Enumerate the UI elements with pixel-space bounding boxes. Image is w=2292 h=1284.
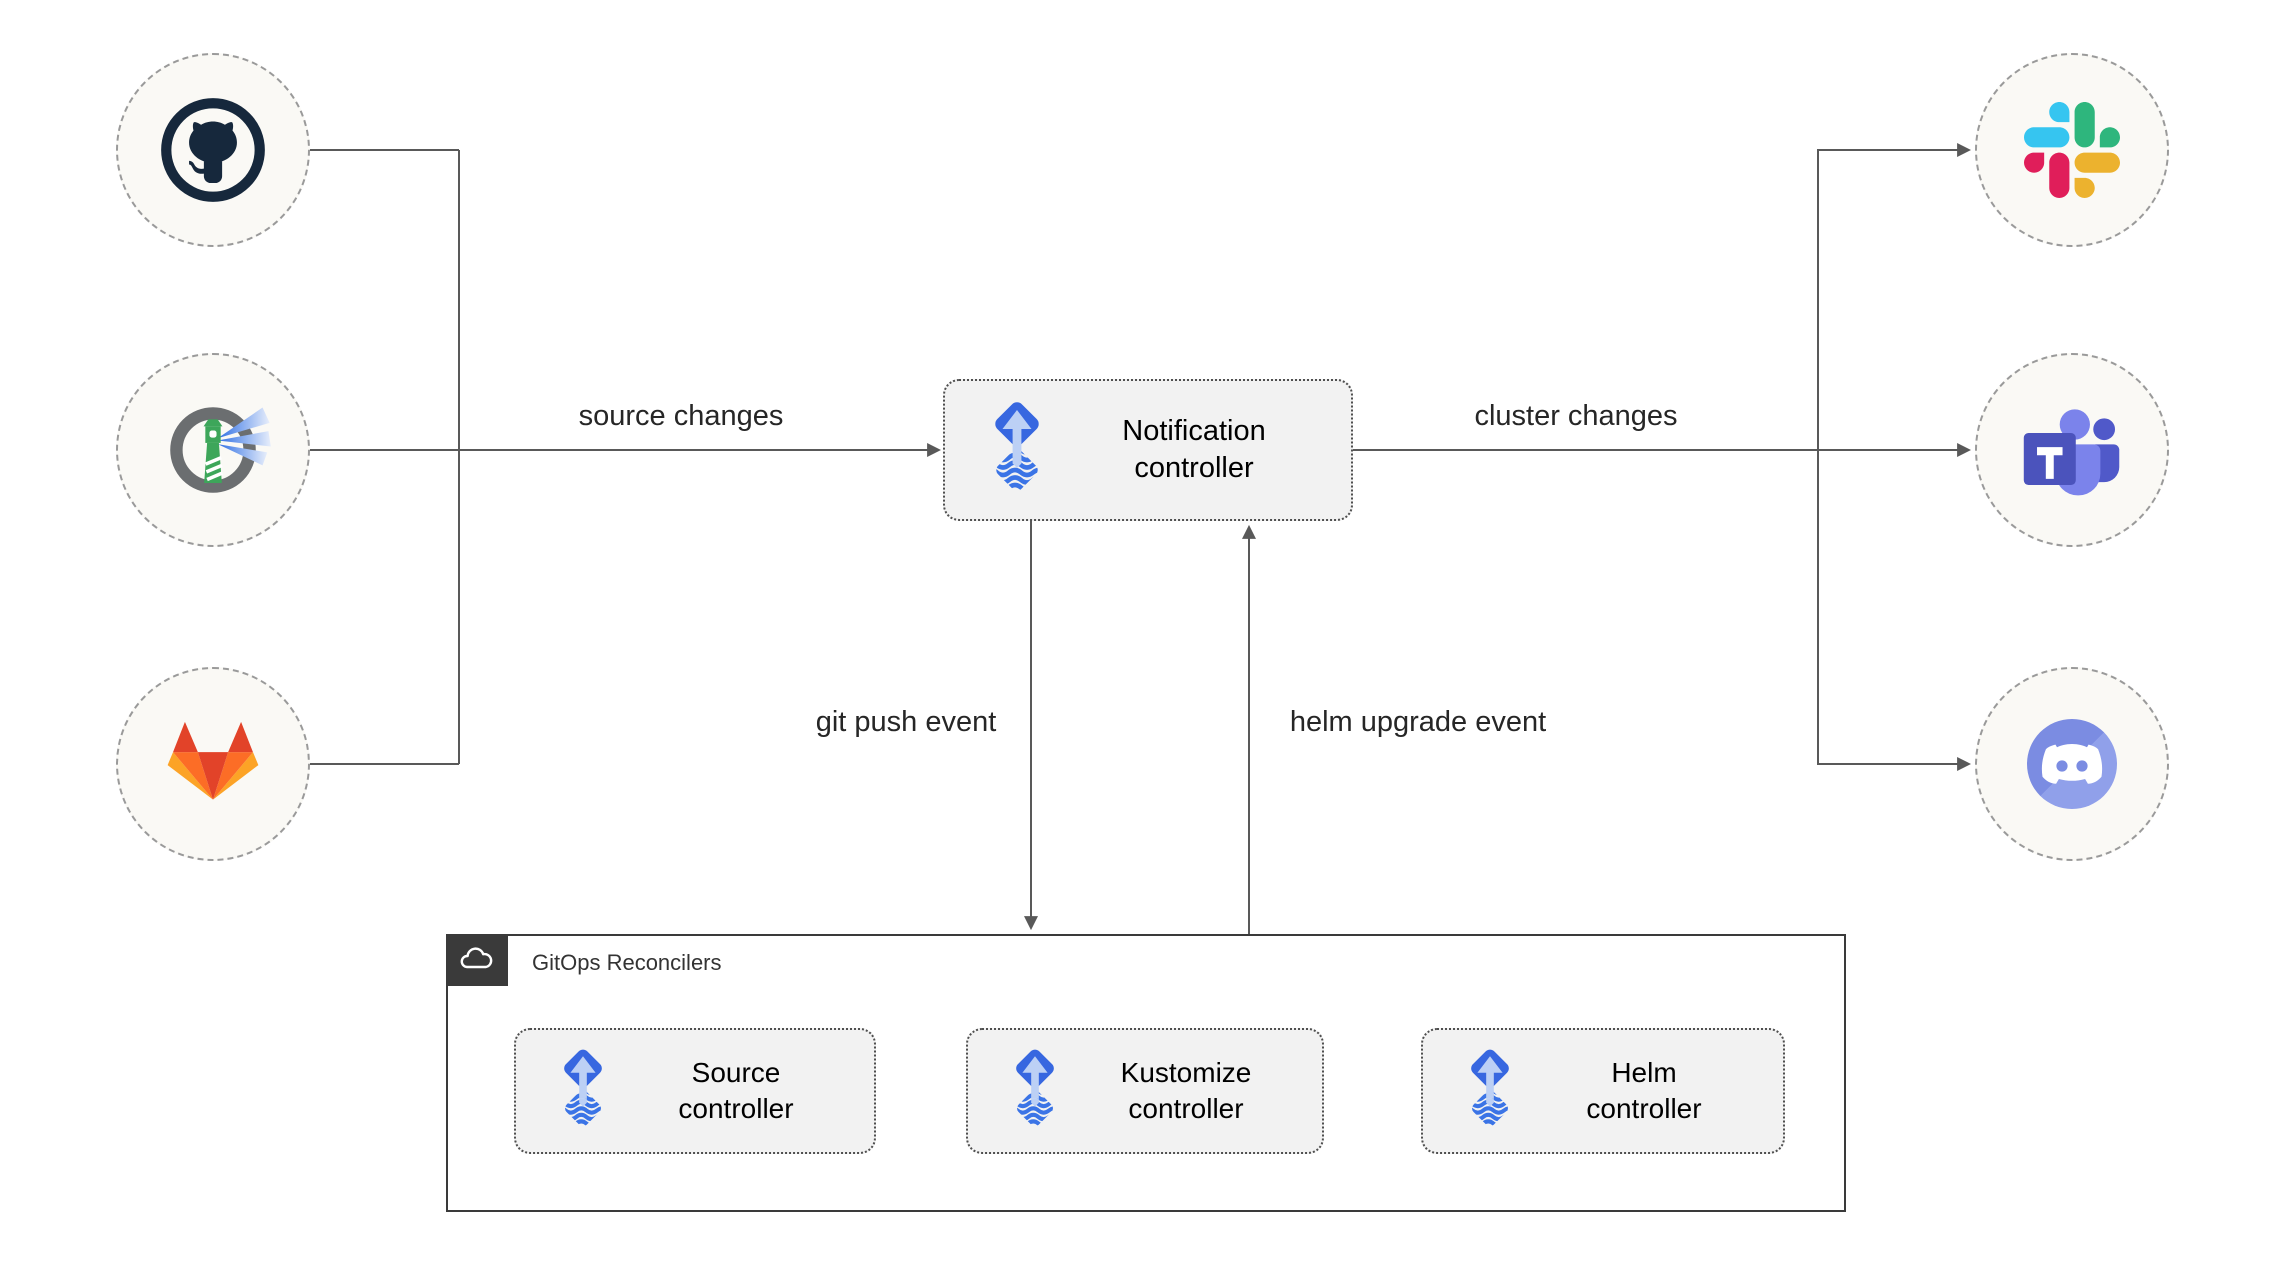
notification-controller-label-line1: Notification (1122, 414, 1266, 447)
gitops-reconcilers-group: GitOps Reconcilers Source controller Kus… (446, 934, 1846, 1212)
github-node (116, 53, 310, 247)
kustomize-controller-label: Kustomize controller (1068, 1055, 1304, 1127)
helm-controller-node: Helm controller (1421, 1028, 1785, 1154)
left-merge-lines (310, 149, 460, 765)
flux-icon (1002, 1045, 1068, 1137)
source-controller-label-line2: controller (678, 1093, 794, 1124)
edge-label-source-changes: source changes (578, 400, 784, 432)
gitlab-node (116, 667, 310, 861)
cluster-changes-arrow-discord (1817, 450, 1972, 771)
gitops-group-title: GitOps Reconcilers (532, 950, 722, 975)
slack-node (1975, 53, 2169, 247)
flux-icon (550, 1045, 616, 1137)
source-controller-label-line1: Source (691, 1057, 781, 1089)
helm-controller-label-line2: controller (1586, 1093, 1702, 1124)
harbor-icon (170, 407, 271, 493)
source-controller-node: Source controller (514, 1028, 876, 1154)
ms-teams-node (1975, 353, 2169, 547)
edge-label-cluster-changes: cluster changes (1474, 400, 1678, 432)
discord-icon (2027, 719, 2117, 809)
notification-controller-node: Notification controller (943, 379, 1353, 521)
gitops-group-badge (446, 934, 508, 986)
notification-controller-label-line2: controller (1134, 452, 1254, 484)
kustomize-controller-label-line1: Kustomize (1120, 1057, 1252, 1089)
helm-controller-label: Helm controller (1523, 1055, 1765, 1127)
source-controller-label: Source controller (616, 1055, 856, 1127)
gitlab-icon (167, 721, 259, 800)
cloud-icon (460, 947, 493, 969)
flux-icon (1457, 1045, 1523, 1137)
edge-label-git-push-event: git push event (815, 706, 997, 738)
ms-teams-icon (2023, 409, 2120, 496)
edge-label-helm-upgrade-event: helm upgrade event (1289, 706, 1547, 738)
kustomize-controller-label-line2: controller (1128, 1093, 1244, 1124)
flux-icon (979, 397, 1055, 503)
kustomize-controller-node: Kustomize controller (966, 1028, 1324, 1154)
github-icon (161, 98, 265, 202)
notification-controller-label: Notification controller (1055, 413, 1333, 487)
slack-icon (2024, 102, 2120, 198)
cluster-changes-arrow-slack (1817, 143, 1972, 450)
harbor-node (116, 353, 310, 547)
helm-controller-label-line1: Helm (1611, 1057, 1677, 1089)
discord-node (1975, 667, 2169, 861)
